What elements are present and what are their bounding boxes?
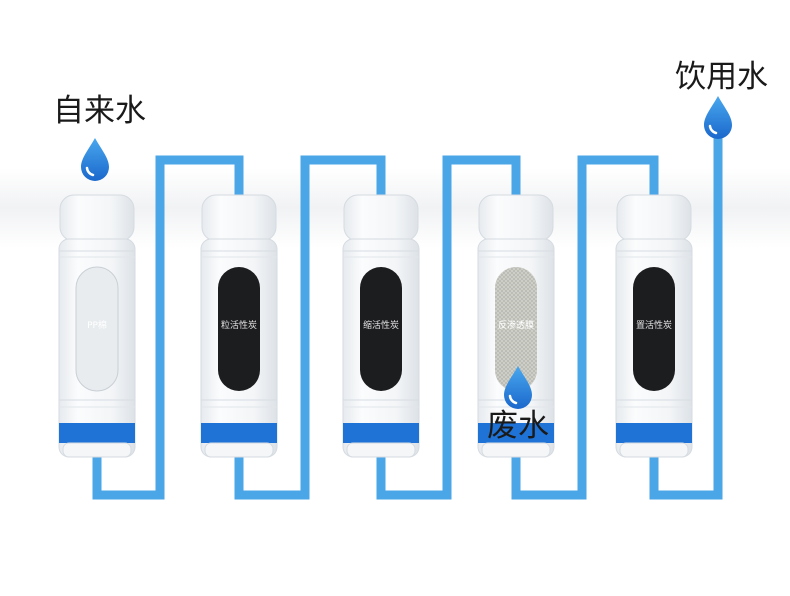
filter-cartridge-3: 缩活性炭 (342, 194, 420, 458)
blue-band (343, 423, 419, 443)
filter-cartridge-5: 置活性炭 (615, 194, 693, 458)
filter-cartridge-2: 粒活性炭 (200, 194, 278, 458)
tap-water-drop-icon (81, 138, 109, 181)
waste-water-label: 废水 (487, 408, 549, 444)
drinking-water-drop-icon (704, 96, 732, 139)
tap-water-label: 自来水 (53, 93, 146, 129)
cartridge-bottom (62, 442, 132, 458)
filter-label: 反渗透膜 (498, 319, 534, 331)
cartridge-bottom (481, 442, 551, 458)
membrane-mesh (495, 267, 537, 391)
filter-cartridge-4: 反渗透膜 (477, 194, 555, 458)
blue-band (59, 423, 135, 443)
cartridge-cap (201, 194, 277, 242)
water-pipe (92, 138, 723, 500)
cartridge-cap (478, 194, 554, 242)
cartridge-bottom (204, 442, 274, 458)
drinking-water-label: 饮用水 (675, 59, 768, 95)
blue-band (616, 423, 692, 443)
cartridge-bottom (619, 442, 689, 458)
cartridge-cap (343, 194, 419, 242)
cartridge-bottom (346, 442, 416, 458)
filter-window (633, 267, 675, 391)
filter-label: 缩活性炭 (363, 319, 399, 331)
cartridge-cap (616, 194, 692, 242)
filter-label: 置活性炭 (636, 319, 672, 331)
filter-window (75, 266, 119, 392)
filter-label: 粒活性炭 (221, 319, 257, 331)
filter-window (218, 267, 260, 391)
waste-water-drop-icon (504, 366, 532, 409)
blue-band (478, 423, 554, 443)
blue-band (201, 423, 277, 443)
filter-cartridge-1: PP棉 (58, 194, 136, 458)
filter-label: PP棉 (87, 319, 107, 331)
filter-window (360, 267, 402, 391)
cartridge-cap (59, 194, 135, 242)
